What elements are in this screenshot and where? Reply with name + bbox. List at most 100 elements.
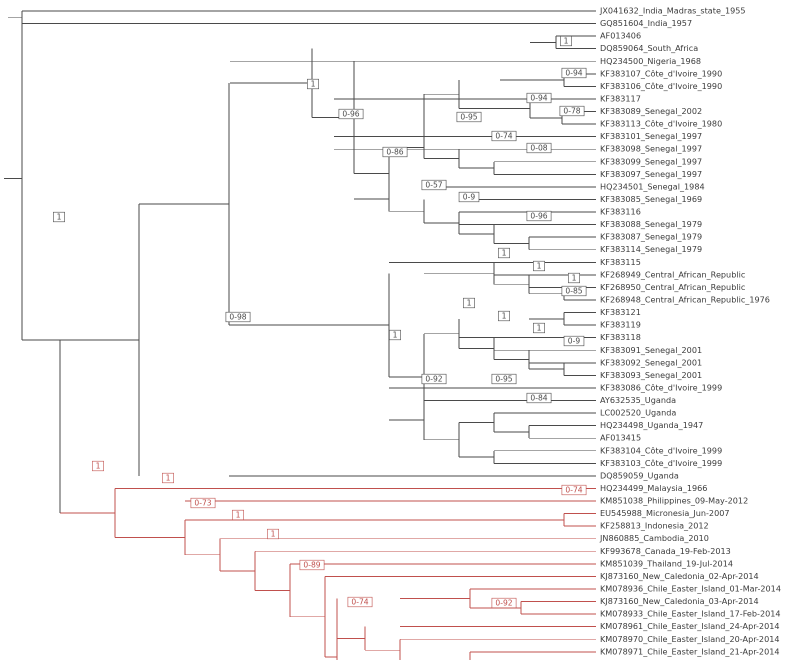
support-value-text: 0-86 (386, 147, 403, 156)
support-value-text: 0-9 (463, 192, 476, 201)
taxon-label: KM078933_Chile_Easter_Island_17-Feb-2014 (600, 609, 781, 619)
support-value-text: 1 (537, 261, 542, 270)
taxon-label: KF383089_Senegal_2002 (600, 106, 702, 116)
taxon-label: KF383087_Senegal_1979 (600, 232, 702, 242)
support-value-text: 1 (467, 298, 472, 307)
taxon-label: KM851038_Philippines_09-May-2012 (600, 496, 748, 506)
taxon-label: KF383116 (600, 207, 641, 217)
tree-support-labels: 1110-940-960-940-780-950-740-080-860-570… (53, 35, 587, 609)
support-value-text: 1 (393, 330, 398, 339)
taxon-label: KJ873160_New_Caledonia_02-Apr-2014 (600, 571, 759, 581)
support-label-n-root-main: 1 (53, 211, 65, 223)
support-label-box (299, 559, 325, 571)
support-value-text: 1 (502, 311, 507, 320)
support-label-n-afr-car-3: 1 (568, 272, 580, 284)
taxon-label: DQ859059_Uganda (600, 470, 679, 480)
taxon-label: KF383097_Senegal_1997 (600, 169, 702, 179)
support-label-box (232, 509, 244, 521)
taxon-label: KF383121 (600, 307, 641, 317)
taxon-label: KF383086_Côte_d'Ivoire_1999 (600, 382, 722, 392)
support-label-box (456, 111, 482, 123)
taxon-label: KF268949_Central_African_Republic (600, 269, 745, 279)
taxon-label: KM078936_Chile_Easter_Island_01-Mar-2014 (600, 583, 781, 593)
taxon-label: KF383113_Côte_d'Ivoire_1980 (600, 119, 722, 129)
support-label-n-asi-2: 1 (162, 472, 174, 484)
taxon-label: KF383115 (600, 257, 641, 267)
taxon-label: KF383093_Senegal_2001 (600, 370, 702, 380)
support-value-text: 0-98 (229, 312, 246, 321)
taxon-label: KF383101_Senegal_1997 (600, 131, 702, 141)
support-label-n-afr-uga-084: 0-84 (526, 392, 552, 404)
support-value-text: 1 (564, 36, 569, 45)
taxon-label: KF993678_Canada_19-Feb-2013 (600, 546, 731, 556)
support-value-text: 0-92 (495, 598, 512, 607)
taxon-label: KF383118 (600, 332, 641, 342)
support-value-text: 0-96 (530, 211, 547, 220)
support-value-text: 1 (537, 323, 542, 332)
support-label-box (526, 210, 552, 222)
support-value-text: 0-92 (425, 374, 442, 383)
taxon-label: GQ851604_India_1957 (600, 18, 692, 28)
taxon-label: KM851039_Thailand_19-Jul-2014 (600, 558, 733, 568)
support-value-text: 0-74 (495, 131, 512, 140)
support-value-text: 0-9 (568, 336, 581, 345)
support-label-box (307, 78, 319, 90)
support-label-n-afr-096: 0-96 (338, 108, 364, 120)
taxon-label: KF383107_Côte_d'Ivoire_1990 (600, 68, 722, 78)
support-label-n-afr-095: 0-95 (456, 111, 482, 123)
taxon-label: HQ234498_Uganda_1947 (600, 420, 703, 430)
taxon-label: HQ234501_Senegal_1984 (600, 181, 705, 191)
support-label-n-afr-mid-1: 1 (463, 297, 475, 309)
taxon-label: KF258813_Indonesia_2012 (600, 521, 709, 531)
support-value-text: 1 (502, 248, 507, 257)
support-label-n-afr-09a: 0-9 (458, 191, 480, 203)
taxon-label: KF383104_Côte_d'Ivoire_1999 (600, 445, 722, 455)
taxon-label: KF383092_Senegal_2001 (600, 357, 702, 367)
support-value-text: 0-95 (495, 374, 512, 383)
taxon-label: KF383117 (600, 93, 641, 103)
taxon-label: KM078971_Chile_Easter_Island_21-Apr-2014 (600, 646, 780, 656)
support-label-box (561, 285, 587, 297)
taxon-label: EU545988_Micronesia_Jun-2007 (600, 508, 730, 518)
support-label-box (561, 67, 587, 79)
support-value-text: 0-95 (460, 112, 477, 121)
support-label-box (225, 311, 251, 323)
taxon-label: KF383114_Senegal_1979 (600, 244, 702, 254)
support-value-text: 0-94 (565, 68, 582, 77)
support-label-n-afr-085: 0-85 (561, 285, 587, 297)
support-value-text: 1 (271, 529, 276, 538)
support-value-text: 0-74 (351, 597, 368, 606)
support-label-box (498, 310, 510, 322)
support-label-box (53, 211, 65, 223)
support-label-box (267, 528, 279, 540)
taxon-label: KM078930_Chile_Easter_Island_04-Apr-2014 (600, 659, 780, 660)
support-label-box (389, 329, 401, 341)
support-value-text: 0-08 (530, 143, 547, 152)
support-label-box (382, 146, 408, 158)
support-label-box (526, 392, 552, 404)
support-label-box (491, 130, 517, 142)
support-label-n-asi-074b: 0-74 (347, 596, 373, 608)
taxon-label: AY632535_Uganda (600, 395, 676, 405)
support-label-n-asi-092: 0-92 (491, 597, 517, 609)
support-value-text: 1 (96, 461, 101, 470)
support-label-n-afr-sen01-2: 1 (533, 322, 545, 334)
support-label-n-afr-094b: 0-94 (526, 92, 552, 104)
support-label-n-afr-uga-095: 0-95 (491, 373, 517, 385)
support-label-box (162, 472, 174, 484)
support-label-n-asi-074a: 0-74 (561, 484, 587, 496)
support-label-box (458, 191, 480, 203)
support-label-n-asi-root: 1 (92, 460, 104, 472)
support-value-text: 0-57 (425, 180, 442, 189)
support-label-n-afr-008: 0-08 (526, 142, 552, 154)
support-value-text: 1 (57, 212, 62, 221)
taxon-label: KM078961_Chile_Easter_Island_24-Apr-2014 (600, 621, 780, 631)
support-label-box (190, 497, 216, 509)
support-label-n-afr-car-2: 1 (533, 260, 545, 272)
taxon-label: KF383088_Senegal_1979 (600, 219, 702, 229)
support-label-box (347, 596, 373, 608)
support-label-box (463, 297, 475, 309)
support-label-box (526, 92, 552, 104)
